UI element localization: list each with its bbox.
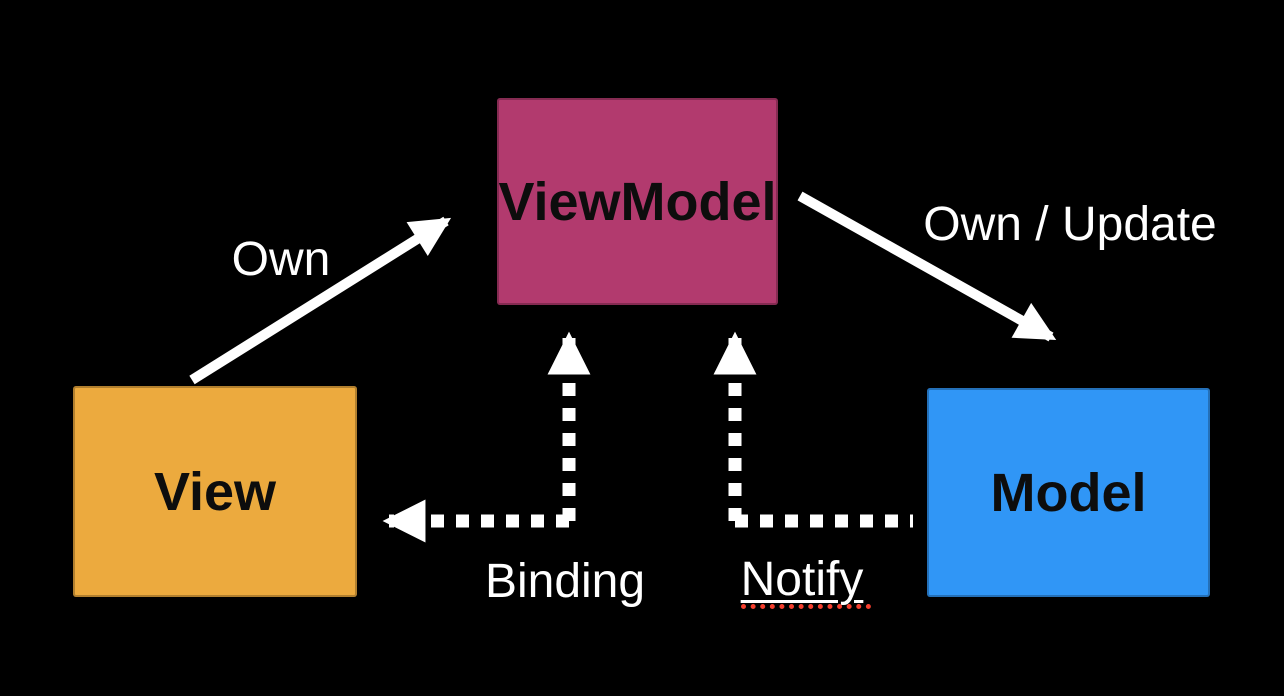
edge-label-notify-text: Notify xyxy=(740,552,872,610)
node-viewmodel: ViewModel xyxy=(497,98,778,305)
notify-arrow xyxy=(713,331,913,528)
edge-label-own-update: Own / Update xyxy=(923,198,1217,251)
binding-arrow xyxy=(382,331,591,543)
node-viewmodel-label: ViewModel xyxy=(498,171,777,232)
node-model: Model xyxy=(927,388,1210,597)
spellcheck-underline xyxy=(740,604,872,610)
edge-label-notify: Notify xyxy=(702,552,902,610)
node-model-label: Model xyxy=(990,462,1147,523)
edge-label-binding: Binding xyxy=(484,555,646,608)
edge-label-own: Own xyxy=(231,233,331,286)
node-view: View xyxy=(73,386,357,597)
node-view-label: View xyxy=(153,461,277,522)
